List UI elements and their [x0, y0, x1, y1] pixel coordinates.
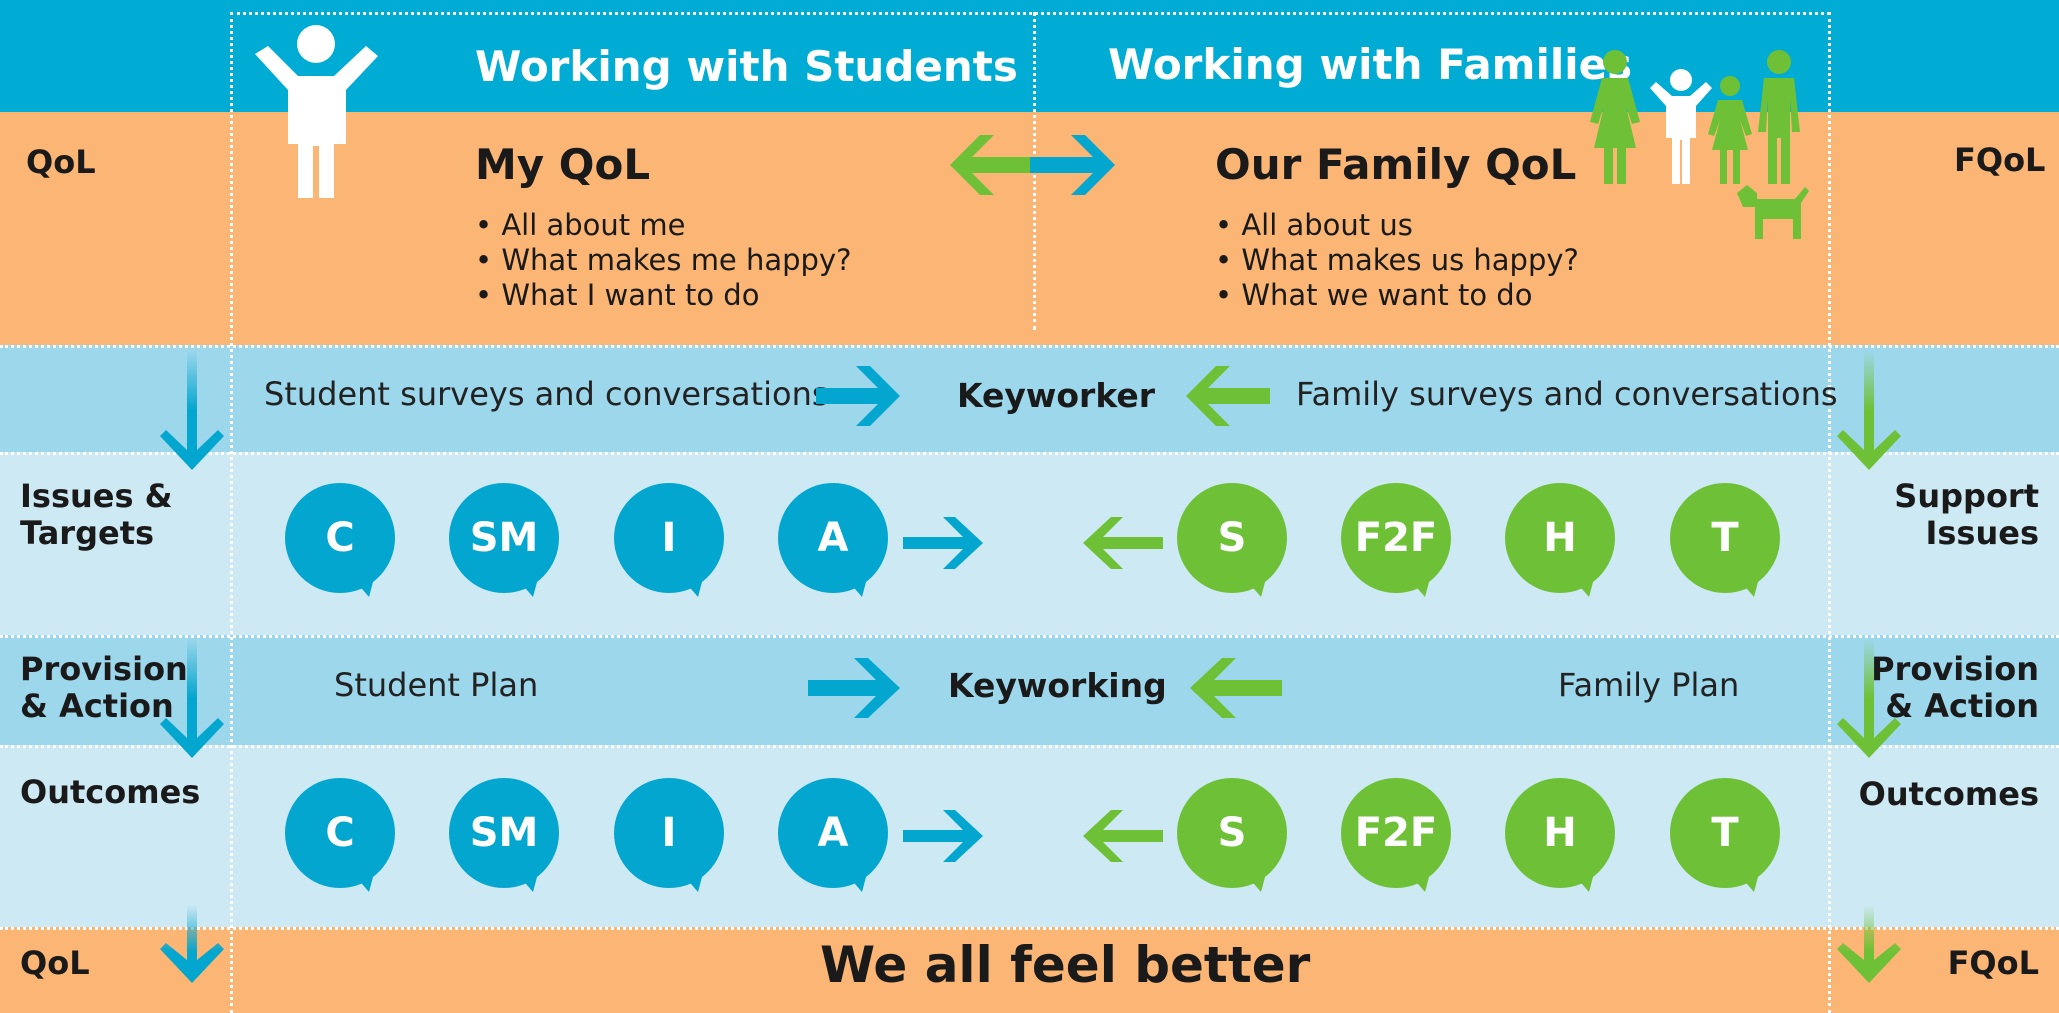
outcomes-right-label: Outcomes: [1858, 775, 2039, 813]
bubble-h: H: [1505, 483, 1615, 597]
bubble-i: I: [614, 483, 724, 597]
family-qol-title: Our Family QoL: [1215, 140, 1577, 189]
family-qol-bullet-3: • What we want to do: [1215, 278, 1533, 312]
arrow-down-icon: [160, 638, 224, 758]
families-title: Working with Families: [1108, 40, 1633, 89]
survey-band: [0, 345, 2059, 452]
arrow-down-icon: [160, 350, 224, 470]
bubble-sm: SM: [449, 483, 559, 597]
arrow-right-icon: [903, 810, 983, 862]
footer-left-label: QoL: [20, 944, 90, 982]
provision-left-label-2: & Action: [20, 687, 174, 725]
person-raised-arms-icon: [255, 25, 378, 198]
issues-right-label-1: Support: [1894, 477, 2039, 515]
arrow-down-icon: [1837, 905, 1901, 983]
family-qol-bullet-1: • All about us: [1215, 208, 1413, 242]
divider-survey: [0, 345, 2059, 348]
divider-right: [1828, 12, 1831, 1013]
bubble-c: C: [285, 483, 395, 597]
bubble-s: S: [1177, 483, 1287, 597]
bubble-s: S: [1177, 778, 1287, 892]
arrow-down-icon: [1837, 638, 1901, 758]
qol-band: [0, 112, 2059, 345]
arrow-right-icon: [816, 366, 900, 426]
bubble-f2f: F2F: [1341, 778, 1451, 892]
qol-left-label: QoL: [26, 143, 96, 181]
my-qol-bullet-3: • What I want to do: [475, 278, 760, 312]
provision-right-label-2: & Action: [1885, 687, 2039, 725]
qol-right-label: FQoL: [1954, 141, 2046, 179]
bubble-a: A: [778, 483, 888, 597]
arrow-right-icon: [903, 517, 983, 569]
bubble-i: I: [614, 778, 724, 892]
provision-right-label-1: Provision: [1871, 650, 2039, 688]
keyworking-label: Keyworking: [948, 666, 1167, 705]
bubble-sm: SM: [449, 778, 559, 892]
issues-left-label-2: Targets: [20, 514, 155, 552]
double-arrow-icon: [950, 135, 1115, 195]
my-qol-bullet-2: • What makes me happy?: [475, 243, 852, 277]
dog-icon: [1737, 185, 1809, 239]
arrow-left-icon: [1190, 658, 1282, 718]
family-icon: [1590, 50, 1800, 184]
my-qol-title: My QoL: [475, 140, 651, 189]
arrow-right-icon: [808, 658, 900, 718]
student-surveys-text: Student surveys and conversations: [264, 375, 829, 413]
keyworker-label: Keyworker: [957, 376, 1156, 415]
footer-right-label: FQoL: [1947, 944, 2039, 982]
bubble-c: C: [285, 778, 395, 892]
arrow-down-icon: [1837, 350, 1901, 470]
bubble-t: T: [1670, 483, 1780, 597]
issues-left-label-1: Issues &: [20, 477, 173, 515]
issues-right-label-2: Issues: [1925, 514, 2039, 552]
footer-band: [0, 927, 2059, 1013]
divider-top: [230, 12, 1830, 15]
divider-provision: [0, 635, 2059, 638]
family-plan-text: Family Plan: [1558, 666, 1740, 704]
provision-left-label-1: Provision: [20, 650, 188, 688]
divider-issues: [0, 452, 2059, 455]
family-surveys-text: Family surveys and conversations: [1296, 375, 1838, 413]
divider-left: [230, 12, 233, 1013]
bubble-a: A: [778, 778, 888, 892]
outcomes-left-label: Outcomes: [20, 773, 201, 811]
students-title: Working with Students: [475, 42, 1018, 91]
arrow-left-icon: [1083, 517, 1163, 569]
footer-center-text: We all feel better: [820, 936, 1311, 994]
provision-band: [0, 635, 2059, 745]
arrow-left-icon: [1186, 366, 1270, 426]
my-qol-bullet-1: • All about me: [475, 208, 686, 242]
arrow-down-icon: [160, 905, 224, 983]
student-plan-text: Student Plan: [334, 666, 539, 704]
divider-outcomes: [0, 745, 2059, 748]
family-qol-bullet-2: • What makes us happy?: [1215, 243, 1579, 277]
bubble-f2f: F2F: [1341, 483, 1451, 597]
bubble-t: T: [1670, 778, 1780, 892]
divider-footer: [0, 927, 2059, 930]
bubble-h: H: [1505, 778, 1615, 892]
arrow-left-icon: [1083, 810, 1163, 862]
